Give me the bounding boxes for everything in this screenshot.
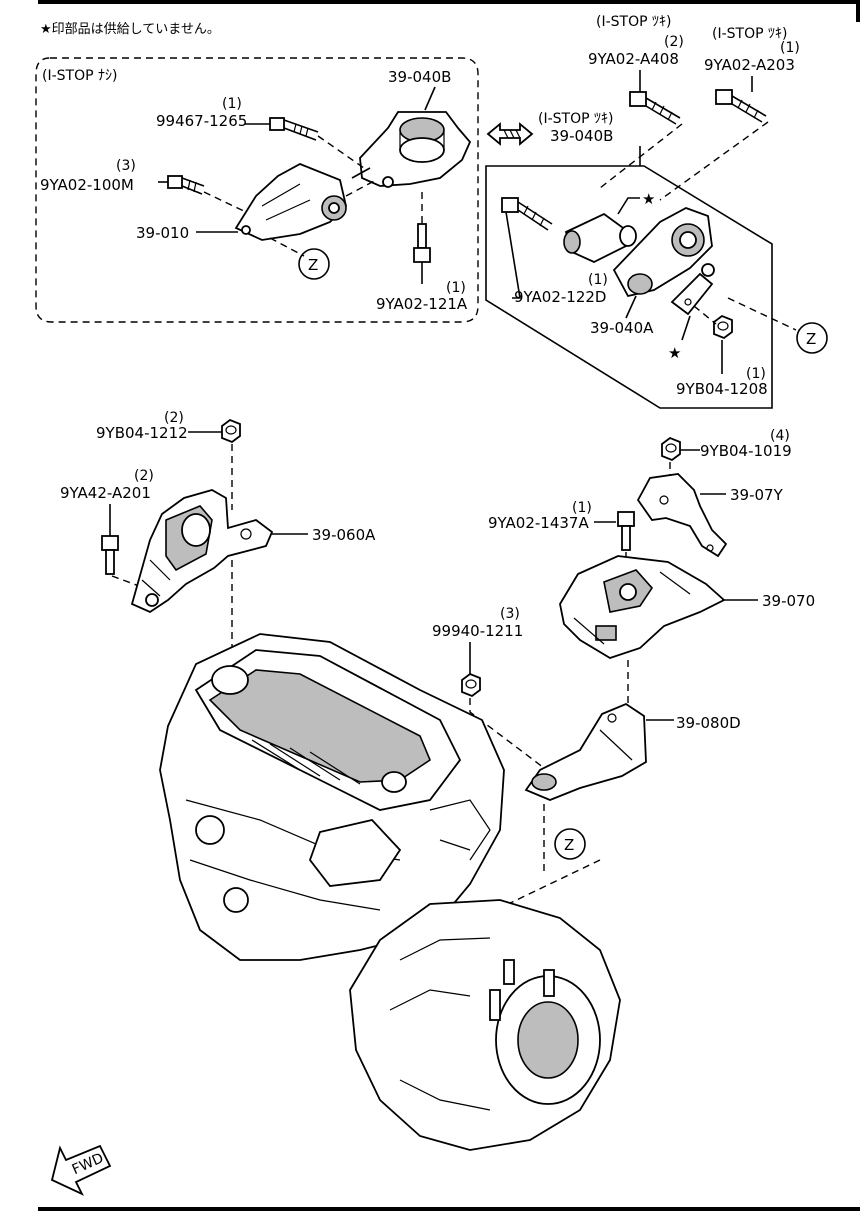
swap-double-arrow-icon [486, 122, 534, 146]
bolt-9YA02-122D[interactable] [501, 197, 553, 231]
stud-9YA02-121A[interactable] [413, 223, 431, 263]
bolt-9YA42-A201[interactable] [101, 535, 119, 575]
torque-arm-39-040A[interactable] [612, 207, 713, 298]
ref-z-lower: Z [564, 836, 574, 854]
nut-9YB04-1019[interactable] [661, 436, 681, 462]
ref-z-circle-right [796, 322, 828, 354]
nut-9YB04-1208[interactable] [713, 314, 733, 340]
label-99467-1265: 99467-1265 [156, 112, 247, 130]
label-39-07Y: 39-07Y [730, 486, 784, 504]
qty-9YA02-A408: (2) [664, 34, 684, 50]
istop-nashi-label: (I-STOP ﾅｼ) [42, 68, 117, 84]
label-39-010: 39-010 [136, 224, 189, 242]
qty-9YA02-122D: (1) [588, 272, 608, 288]
qty-9YA02-121A: (1) [446, 280, 466, 296]
ref-z-circle-left [298, 248, 330, 280]
engine-mount-39-040B-left[interactable] [351, 111, 472, 188]
label-39-040A: 39-040A [590, 319, 654, 337]
label-9YB04-1019: 9YB04-1019 [700, 442, 792, 460]
star-mark-upper: ★ [642, 190, 655, 208]
label-39-040B-right: 39-040B [550, 127, 613, 145]
nut-9YB04-1212[interactable] [221, 418, 241, 444]
label-39-060A: 39-060A [312, 526, 376, 544]
label-9YA02-1437A: 9YA02-1437A [488, 514, 589, 532]
label-39-080D: 39-080D [676, 714, 741, 732]
label-9YB04-1212: 9YB04-1212 [96, 424, 188, 442]
label-9YA02-A408: 9YA02-A408 [588, 50, 679, 68]
label-9YA02-122D: 9YA02-122D [514, 288, 606, 306]
qty-9YA42-A201: (2) [134, 468, 154, 484]
engine-assembly [159, 633, 505, 961]
star-mark-lower: ★ [668, 344, 681, 362]
label-99940-1211: 99940-1211 [432, 622, 523, 640]
label-9YA02-100M: 9YA02-100M [40, 176, 134, 194]
label-39-040B-left: 39-040B [388, 68, 451, 86]
fwd-arrow-icon: FWD [50, 1144, 112, 1196]
nut-99940-1211[interactable] [461, 672, 481, 698]
transaxle-assembly [349, 899, 621, 1151]
bolt-9YA02-A408[interactable] [629, 91, 681, 125]
bottom-rule [38, 1207, 860, 1211]
not-supplied-note: ★印部品は供給していません。 [40, 22, 220, 37]
istop-tsuki-a203-label: (I-STOP ﾂｷ) [712, 26, 787, 42]
qty-9YB04-1019: (4) [770, 428, 790, 444]
ref-z-left: Z [308, 256, 318, 274]
engine-mount-39-060A[interactable] [130, 489, 274, 614]
qty-99467-1265: (1) [222, 96, 242, 112]
transmission-mount-39-070[interactable] [559, 555, 726, 659]
bolt-99467-1265[interactable] [269, 117, 319, 141]
bolt-9YA02-1437A[interactable] [617, 511, 635, 551]
qty-9YB04-1208: (1) [746, 366, 766, 382]
top-right-rule [856, 0, 860, 22]
istop-nashi-frame [35, 57, 479, 323]
qty-9YB04-1212: (2) [164, 410, 184, 426]
istop-tsuki-box-label: (I-STOP ﾂｷ) [538, 111, 613, 127]
top-rule [38, 0, 860, 4]
bracket-39-010[interactable] [234, 163, 347, 241]
qty-9YA02-1437A: (1) [572, 500, 592, 516]
istop-tsuki-a408-label: (I-STOP ﾂｷ) [596, 14, 671, 30]
ref-z-right: Z [806, 330, 816, 348]
bracket-39-080D[interactable] [524, 702, 647, 801]
label-9YA02-A203: 9YA02-A203 [704, 56, 795, 74]
qty-99940-1211: (3) [500, 606, 520, 622]
istop-tsuki-box [485, 165, 773, 409]
ref-z-circle-lower [554, 828, 586, 860]
qty-9YA02-A203: (1) [780, 40, 800, 56]
plate-not-supplied[interactable] [670, 263, 715, 316]
label-9YB04-1208: 9YB04-1208 [676, 380, 768, 398]
label-39-070: 39-070 [762, 592, 815, 610]
bolt-9YA02-A203[interactable] [715, 89, 767, 123]
bolt-9YA02-100M[interactable] [167, 175, 205, 195]
bushing-not-supplied[interactable] [563, 212, 637, 263]
label-9YA02-121A: 9YA02-121A [376, 295, 468, 313]
label-9YA42-A201: 9YA42-A201 [60, 484, 151, 502]
qty-9YA02-100M: (3) [116, 158, 136, 174]
bracket-39-07Y[interactable] [636, 473, 728, 558]
